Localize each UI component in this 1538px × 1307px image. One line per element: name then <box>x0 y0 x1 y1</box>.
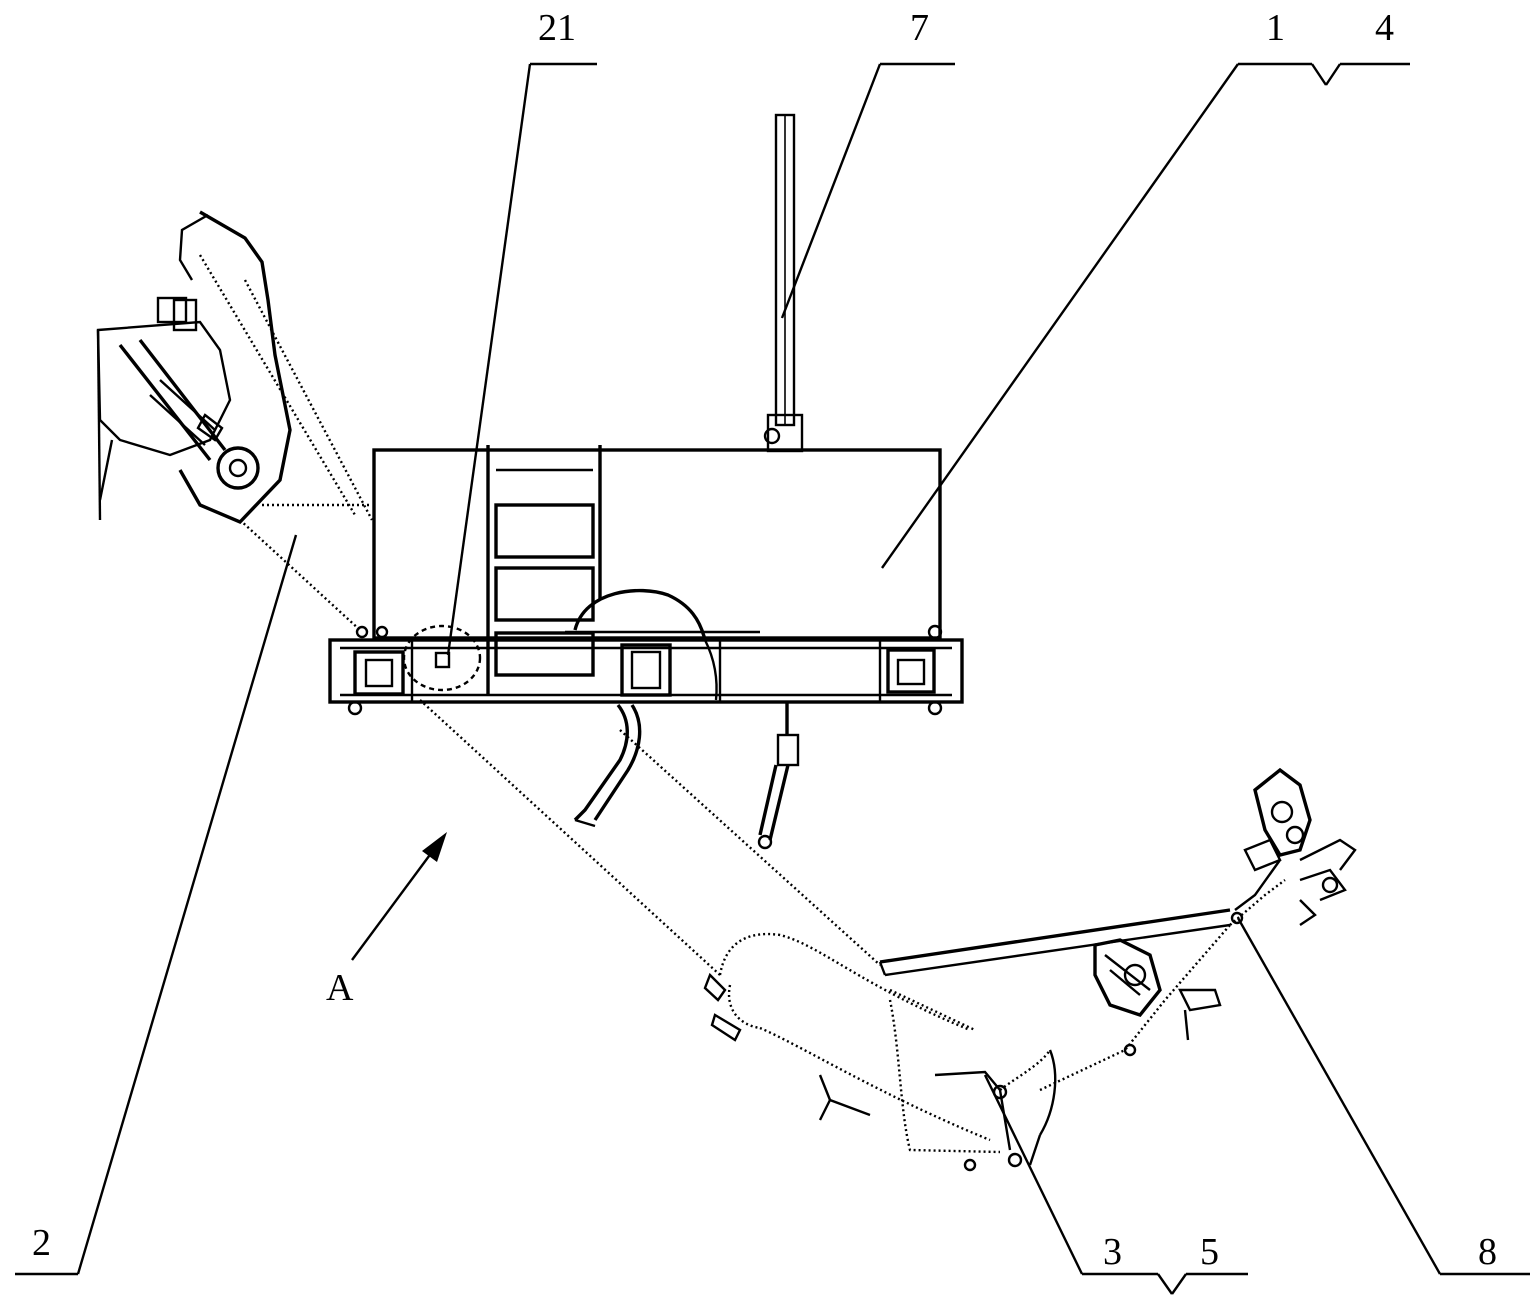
ref-label-8: 8 <box>1478 1231 1497 1273</box>
ref-label-7: 7 <box>910 7 929 49</box>
ref-label-4: 4 <box>1375 7 1394 49</box>
upper-left-boom <box>96 210 374 631</box>
right-arm-assembly <box>878 767 1357 1092</box>
chassis-frame <box>328 624 964 716</box>
main-body-box <box>372 445 942 701</box>
ref-label-2: 2 <box>32 1222 51 1264</box>
ref-label-3: 3 <box>1103 1231 1122 1273</box>
ref-label-5: 5 <box>1200 1231 1219 1273</box>
vertical-mast <box>760 113 810 453</box>
lower-boom <box>419 699 1057 1172</box>
leader-lines <box>15 62 1530 1295</box>
ref-label-1: 1 <box>1266 7 1285 49</box>
view-label-A: A <box>326 967 354 1009</box>
view-arrow-A <box>351 832 447 961</box>
ref-label-21: 21 <box>538 7 576 49</box>
